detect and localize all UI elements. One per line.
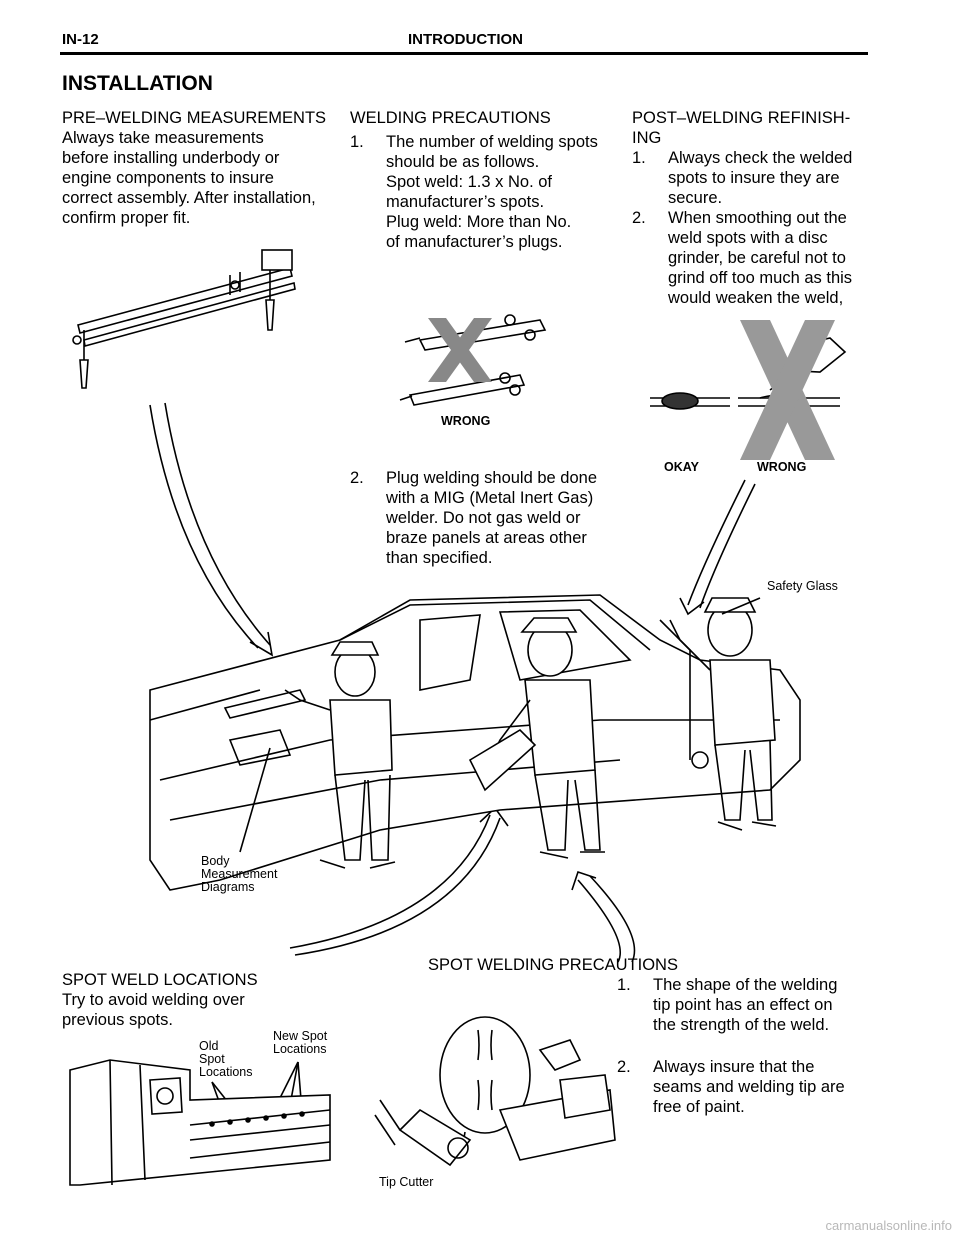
watermark: carmanualsonline.info [825, 1218, 952, 1233]
list-line: secure. [668, 189, 723, 207]
list-item: 1. The shape of the welding [617, 975, 867, 995]
worker-illustration [468, 617, 605, 859]
x-mark-icon [740, 320, 835, 460]
label-line: Spot [199, 1052, 225, 1066]
list-item: 2. Always insure that the [617, 1057, 867, 1077]
post-welding-block: POST–WELDING REFINISH- ING 1. Always che… [632, 108, 872, 308]
wrong-label: WRONG [757, 460, 807, 474]
list-line: would weaken the weld, [668, 289, 844, 307]
welding-precautions-item2: 2. Plug welding should be done with a MI… [350, 468, 620, 568]
spot-welding-precautions-block: 1. The shape of the welding tip point ha… [617, 975, 867, 1117]
list-line: The shape of the welding [653, 976, 838, 994]
spot-weld-panel-illustration [69, 1059, 331, 1186]
list-line: with a MIG (Metal Inert Gas) [386, 489, 594, 507]
tip-cutter-label: Tip Cutter [379, 1175, 434, 1189]
pre-welding-line: correct assembly. After installation, [62, 189, 316, 207]
pre-welding-heading: PRE–WELDING MEASUREMENTS [62, 109, 327, 127]
list-line: of manufacturer’s plugs. [386, 233, 563, 251]
list-line: grind off too much as this [668, 269, 853, 287]
label-line: Locations [199, 1065, 253, 1079]
spot-welder-illustration [374, 1016, 616, 1167]
list-line: than specified. [386, 549, 493, 567]
list-line: Always check the welded [668, 149, 853, 167]
list-line: welder. Do not gas weld or [386, 509, 581, 527]
pre-welding-line: before installing underbody or [62, 149, 280, 167]
list-line: Always insure that the [653, 1058, 815, 1076]
safety-glass-label: Safety Glass [767, 579, 838, 593]
pre-welding-block: PRE–WELDING MEASUREMENTS Always take mea… [62, 108, 342, 228]
label-line: Body [201, 854, 230, 868]
label-line: New Spot [273, 1029, 328, 1043]
list-line: tip point has an effect on [653, 996, 833, 1014]
list-number: 1. [350, 133, 364, 151]
pre-welding-line: Always take measurements [62, 129, 264, 147]
list-line: should be as follows. [386, 153, 540, 171]
okay-label: OKAY [664, 460, 699, 474]
tram-gauge-illustration [72, 249, 296, 389]
spot-weld-locations-heading: SPOT WELD LOCATIONS [62, 971, 258, 989]
old-spot-label: Old Spot Locations [199, 1040, 253, 1079]
list-line: braze panels at areas other [386, 529, 587, 547]
list-line: free of paint. [653, 1098, 745, 1116]
list-item: 1. Always check the welded [632, 148, 872, 168]
page-number: IN-12 [62, 31, 99, 48]
pre-welding-line: confirm proper fit. [62, 209, 191, 227]
arrow-icon [679, 479, 756, 616]
list-line: seams and welding tip are [653, 1078, 845, 1096]
pre-welding-line: engine components to insure [62, 169, 274, 187]
list-line: Plug welding should be done [386, 469, 597, 487]
list-line: grinder, be careful not to [668, 249, 846, 267]
list-line: spots to insure they are [668, 169, 840, 187]
leader-line [721, 597, 761, 615]
spot-welding-precautions-heading: SPOT WELDING PRECAUTIONS [428, 956, 678, 974]
welding-precautions-heading: WELDING PRECAUTIONS [350, 109, 551, 127]
list-number: 2. [350, 469, 364, 487]
spot-weld-locations-block: SPOT WELD LOCATIONS Try to avoid welding… [62, 970, 342, 1030]
list-item: 1. The number of welding spots [350, 132, 620, 152]
list-line: The number of welding spots [386, 133, 598, 151]
welding-precautions-block: WELDING PRECAUTIONS 1. The number of wel… [350, 108, 620, 252]
worker-illustration [284, 641, 396, 869]
label-line: Diagrams [201, 880, 255, 894]
post-welding-heading: ING [632, 129, 662, 147]
spot-weld-locations-line: previous spots. [62, 1011, 173, 1029]
spot-weld-locations-line: Try to avoid welding over [62, 991, 245, 1009]
header-title: INTRODUCTION [408, 31, 523, 48]
arrow-icon [149, 402, 274, 657]
header-rule [60, 52, 868, 55]
list-line: When smoothing out the [668, 209, 847, 227]
list-item: 2. When smoothing out the [632, 208, 872, 228]
arrow-icon [571, 870, 636, 963]
label-line: Old [199, 1039, 219, 1053]
new-spot-label: New Spot Locations [273, 1030, 327, 1056]
leader-line [239, 747, 271, 853]
label-line: Locations [273, 1042, 327, 1056]
list-line: manufacturer’s spots. [386, 193, 545, 211]
list-number: 1. [632, 149, 646, 167]
list-line: Plug weld: More than No. [386, 213, 572, 231]
list-line: Spot weld: 1.3 x No. of [386, 173, 553, 191]
worker-illustration [659, 597, 777, 831]
wrong-label: WRONG [441, 414, 491, 428]
list-number: 2. [617, 1058, 631, 1076]
post-welding-heading: POST–WELDING REFINISH- [632, 109, 851, 127]
list-line: weld spots with a disc [668, 229, 828, 247]
list-number: 2. [632, 209, 646, 227]
list-number: 1. [617, 976, 631, 994]
label-line: Measurement [201, 867, 278, 881]
body-measurement-label: Body Measurement Diagrams [201, 855, 277, 894]
x-mark-icon [428, 318, 492, 382]
list-item: 2. Plug welding should be done [350, 468, 620, 488]
section-title: INSTALLATION [62, 72, 213, 95]
list-line: the strength of the weld. [653, 1016, 830, 1034]
